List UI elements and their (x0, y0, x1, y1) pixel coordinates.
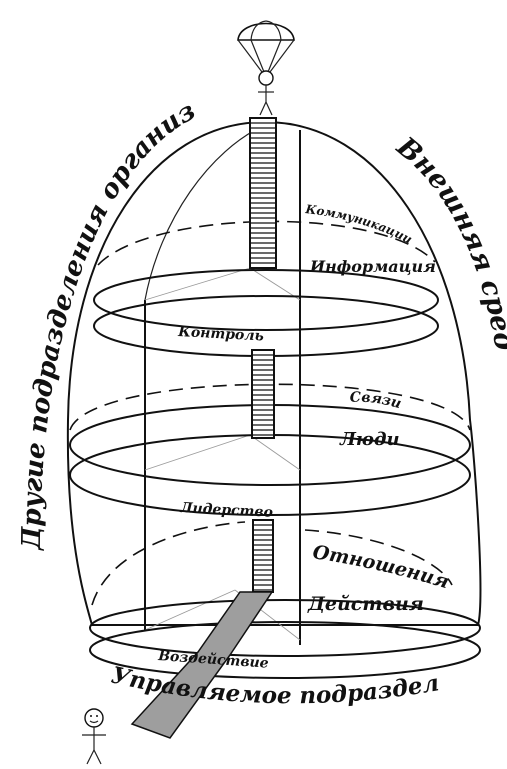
parachutist-icon (238, 21, 294, 115)
ladder-icon (250, 118, 276, 592)
label-information: Информация (309, 257, 436, 276)
stick-figure-icon (82, 709, 106, 764)
label-people: Люди (339, 429, 400, 450)
label-control: Контроль (177, 324, 264, 345)
label-actions: Действия (307, 593, 424, 615)
label-relations: Отношения (311, 541, 451, 593)
label-leadership: Лидерство (179, 500, 274, 521)
